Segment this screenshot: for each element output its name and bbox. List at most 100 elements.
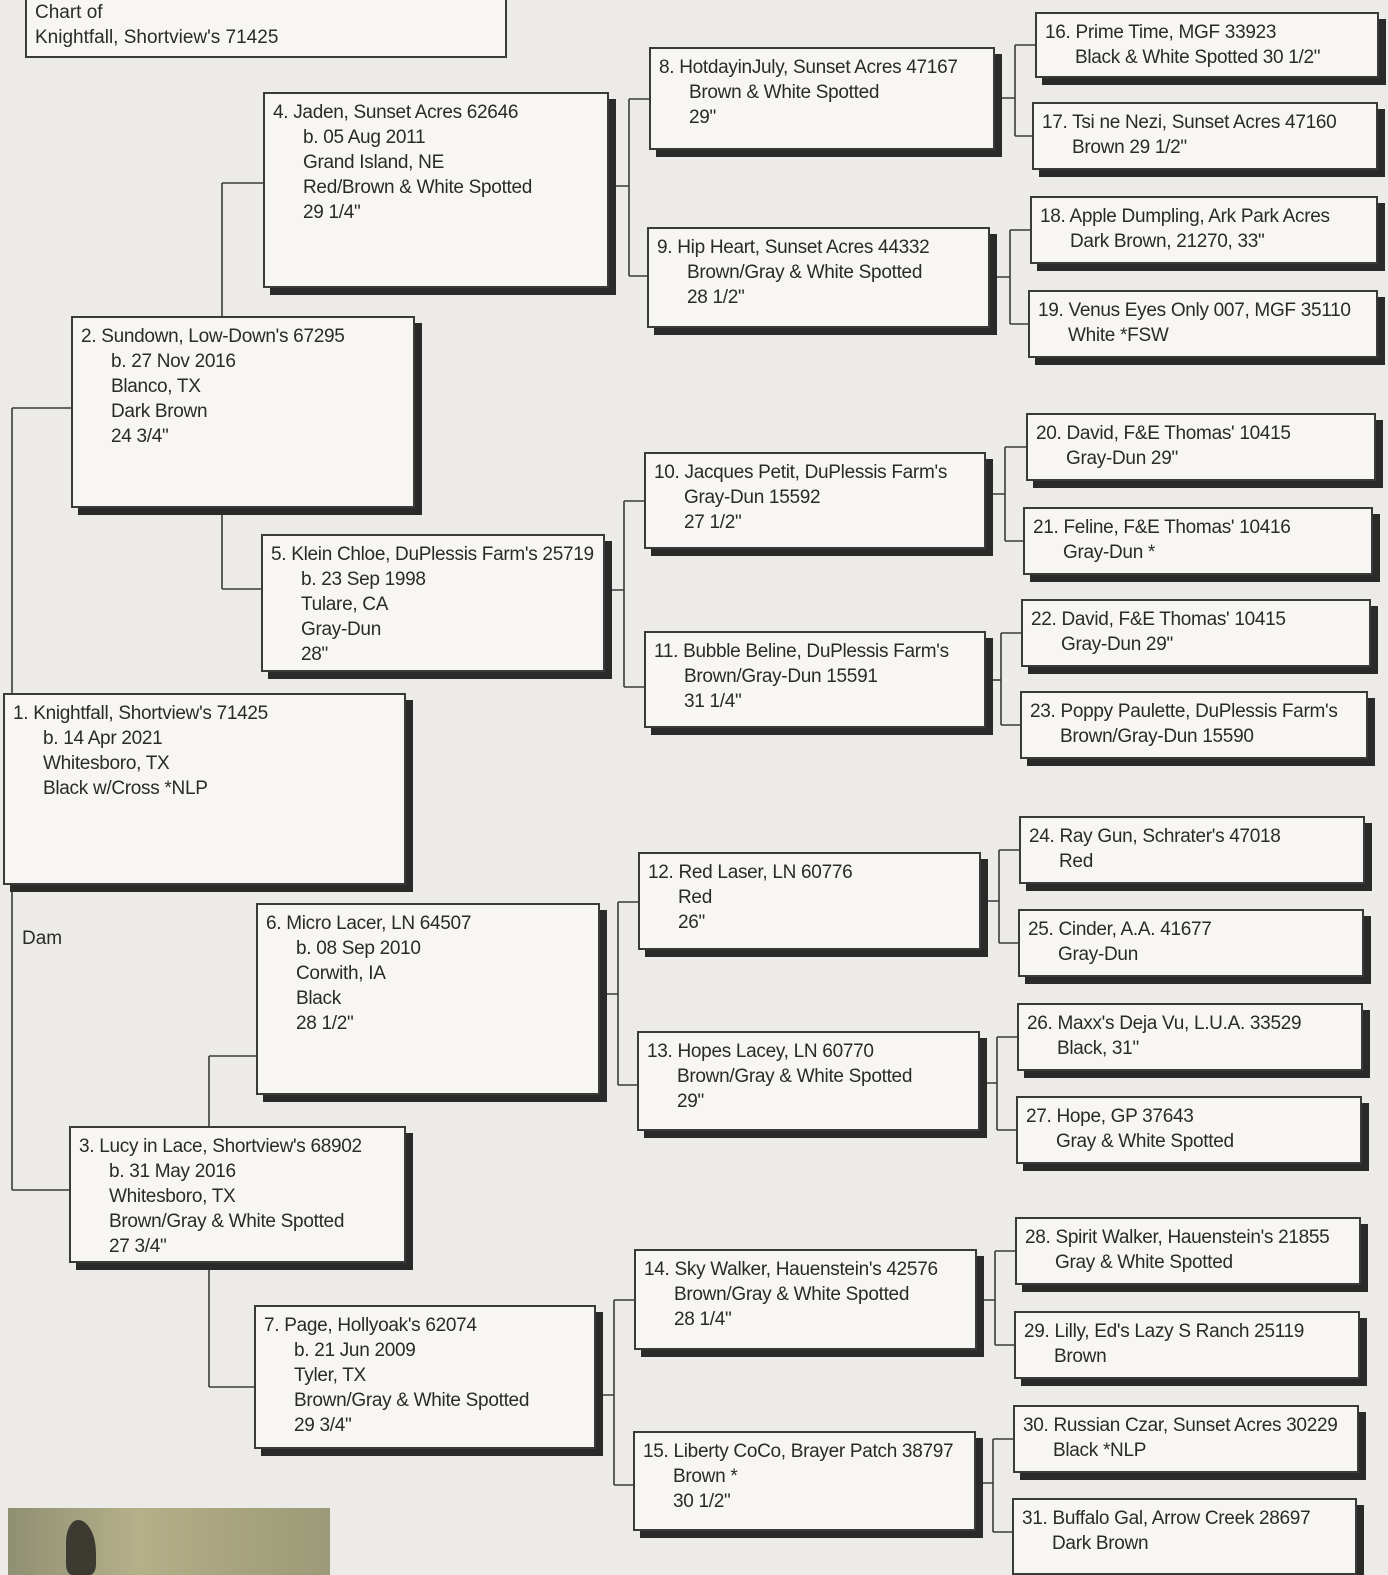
entry-detail-line: b. 31 May 2016 [109,1161,236,1182]
entry-detail-line: b. 14 Apr 2021 [43,728,163,749]
entry-name-line: 27. Hope, GP 37643 [1026,1106,1194,1127]
animal-silhouette [66,1520,96,1575]
dam-label: Dam [22,928,63,949]
entry-detail-line: 28" [301,644,328,665]
entry-detail-line: Corwith, IA [296,963,386,984]
entry-detail-line: Gray-Dun [301,619,381,640]
entry-detail-line: 29" [677,1091,704,1112]
entry-detail-line: b. 08 Sep 2010 [296,938,421,959]
entry-name-line: 21. Feline, F&E Thomas' 10416 [1033,517,1291,538]
entry-name-line: 17. Tsi ne Nezi, Sunset Acres 47160 [1042,112,1337,133]
entry-detail-line: Brown 29 1/2" [1072,137,1187,158]
entry-name-line: 18. Apple Dumpling, Ark Park Acres [1040,206,1330,227]
entry-name-line: 30. Russian Czar, Sunset Acres 30229 [1023,1415,1338,1436]
entry-name-line: 2. Sundown, Low-Down's 67295 [81,326,345,347]
entry-name-line: 28. Spirit Walker, Hauenstein's 21855 [1025,1227,1330,1248]
chart-title-line-1: Chart of [35,2,103,23]
entry-detail-line: Gray-Dun 29" [1061,634,1173,655]
entry-name-line: 8. HotdayinJuly, Sunset Acres 47167 [659,57,958,78]
entry-name-line: 19. Venus Eyes Only 007, MGF 35110 [1038,300,1351,321]
entry-name-line: 4. Jaden, Sunset Acres 62646 [273,102,519,123]
entry-detail-line: Brown & White Spotted [689,82,880,103]
entry-name-line: 24. Ray Gun, Schrater's 47018 [1029,826,1281,847]
entry-name-line: 31. Buffalo Gal, Arrow Creek 28697 [1022,1508,1311,1529]
entry-detail-line: Brown/Gray & White Spotted [677,1066,913,1087]
entry-name-line: 20. David, F&E Thomas' 10415 [1036,423,1291,444]
entry-name-line: 16. Prime Time, MGF 33923 [1045,22,1277,43]
entry-detail-line: Black, 31" [1057,1038,1139,1059]
entry-name-line: 10. Jacques Petit, DuPlessis Farm's [654,462,948,483]
entry-detail-line: White *FSW [1068,325,1169,346]
entry-detail-line: Gray & White Spotted [1055,1252,1233,1273]
entry-detail-line: Brown/Gray & White Spotted [109,1211,345,1232]
entry-detail-line: 24 3/4" [111,426,169,447]
entry-detail-line: Gray-Dun 29" [1066,448,1178,469]
entry-name-line: 13. Hopes Lacey, LN 60770 [647,1041,874,1062]
entry-name-line: 3. Lucy in Lace, Shortview's 68902 [79,1136,362,1157]
entry-name-line: 12. Red Laser, LN 60776 [648,862,853,883]
entry-detail-line: Tulare, CA [301,594,389,615]
entry-detail-line: b. 21 Jun 2009 [294,1340,416,1361]
entry-detail-line: Black w/Cross *NLP [43,778,208,799]
entry-detail-line: Brown * [673,1466,738,1487]
entry-detail-line: 26" [678,912,705,933]
entry-detail-line: Brown/Gray-Dun 15591 [684,666,878,687]
entry-detail-line: Grand Island, NE [303,152,444,173]
entry-name-line: 7. Page, Hollyoak's 62074 [264,1315,477,1336]
entry-detail-line: 30 1/2" [673,1491,731,1512]
entry-detail-line: Red/Brown & White Spotted [303,177,533,198]
entry-detail-line: Whitesboro, TX [43,753,170,774]
entry-detail-line: b. 23 Sep 1998 [301,569,426,590]
entry-name-line: 15. Liberty CoCo, Brayer Patch 38797 [643,1441,954,1462]
entry-name-line: 14. Sky Walker, Hauenstein's 42576 [644,1259,938,1280]
entry-detail-line: Blanco, TX [111,376,201,397]
entry-detail-line: Brown/Gray & White Spotted [687,262,923,283]
entry-name-line: 11. Bubble Beline, DuPlessis Farm's [654,641,949,662]
pedigree-entry-3: 3. Lucy in Lace, Shortview's 68902 b. 31 … [69,1126,406,1263]
entry-name-line: 23. Poppy Paulette, DuPlessis Farm's [1030,701,1338,722]
entry-detail-line: 28 1/4" [674,1309,732,1330]
entry-detail-line: 29" [689,107,716,128]
entry-detail-line: 28 1/2" [296,1013,354,1034]
entry-detail-line: Brown [1054,1346,1107,1367]
entry-detail-line: Gray-Dun * [1063,542,1156,563]
entry-detail-line: Red [678,887,712,908]
entry-detail-line: Brown/Gray & White Spotted [674,1284,910,1305]
photo-thumbnail [8,1508,330,1575]
entry-detail-line: Black *NLP [1053,1440,1147,1461]
entry-detail-line: Gray-Dun [1058,944,1138,965]
entry-detail-line: Dark Brown [1052,1533,1149,1554]
entry-detail-line: 29 3/4" [294,1415,352,1436]
entry-detail-line: 31 1/4" [684,691,742,712]
entry-detail-line: 27 3/4" [109,1236,167,1257]
entry-detail-line: Gray-Dun 15592 [684,487,821,508]
entry-detail-line: Gray & White Spotted [1056,1131,1234,1152]
entry-detail-line: Black & White Spotted 30 1/2" [1075,47,1321,68]
entry-detail-line: 28 1/2" [687,287,745,308]
entry-name-line: 9. Hip Heart, Sunset Acres 44332 [657,237,930,258]
entry-detail-line: Dark Brown [111,401,208,422]
entry-detail-line: Brown/Gray & White Spotted [294,1390,530,1411]
